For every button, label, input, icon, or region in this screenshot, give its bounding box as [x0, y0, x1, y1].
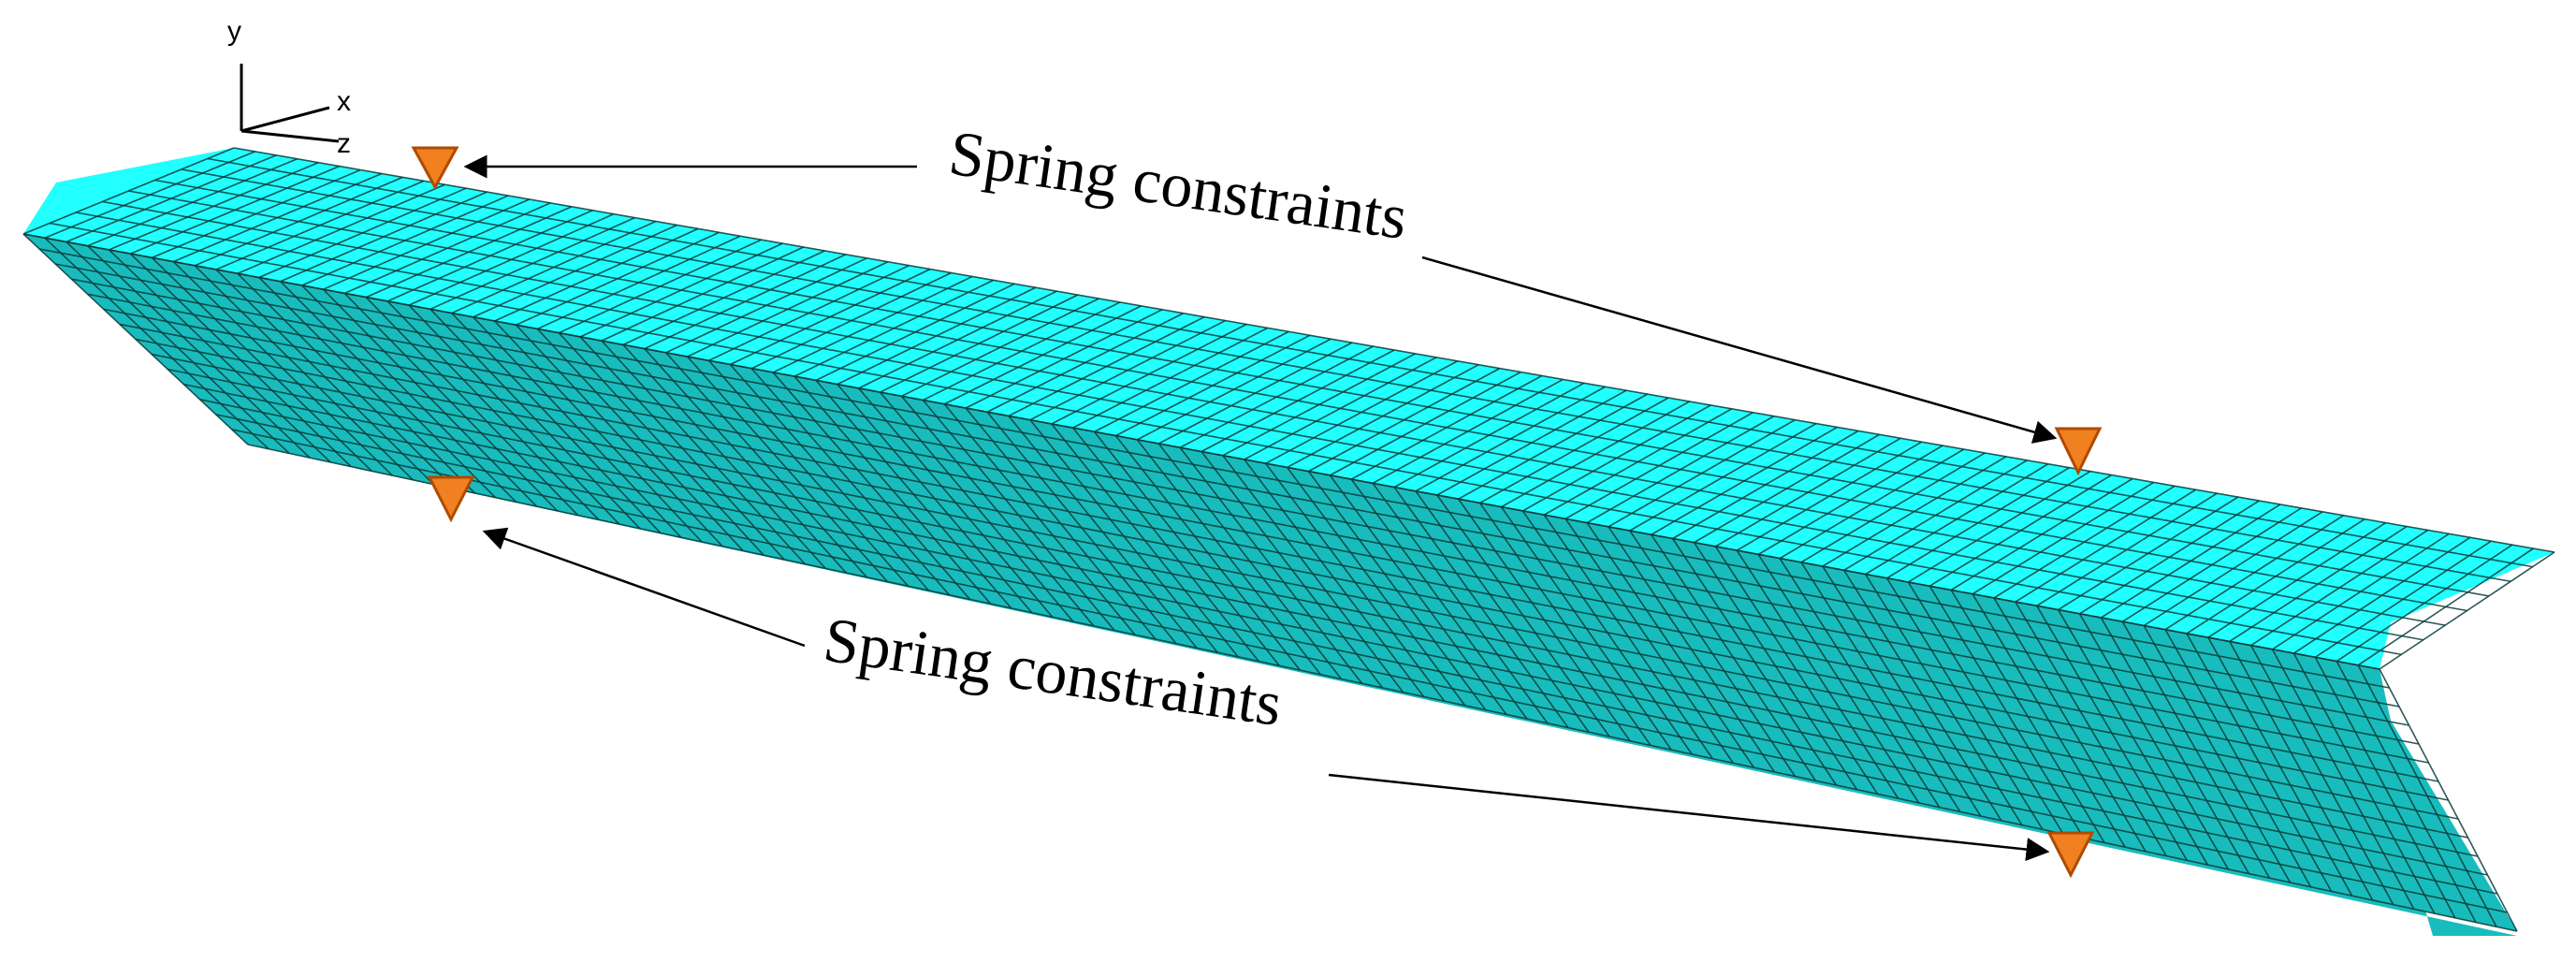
mesh-grid-lines: [22, 147, 2555, 932]
mesh-line: [181, 168, 2511, 583]
mesh-line: [154, 179, 2490, 597]
mesh-line: [22, 233, 2380, 670]
coordinate-axes-icon: y x z: [227, 16, 351, 159]
spring-constraint-markers: [411, 146, 2103, 879]
mesh-line: [103, 308, 2429, 764]
mesh-line: [151, 353, 2459, 820]
mesh-line: [87, 293, 2420, 745]
mesh-line: [183, 383, 2479, 857]
beam-top-face: [23, 148, 2554, 669]
mesh-line: [49, 222, 2402, 656]
callout-spring-constraints-top: Spring constraints: [945, 117, 1412, 254]
axis-label-z: z: [337, 128, 351, 159]
mesh-line: [199, 399, 2488, 876]
arrow-bottom-right: [1328, 773, 2050, 862]
mesh-line: [71, 278, 2409, 726]
spring-constraint-marker-bottom-right: [2046, 831, 2095, 879]
beam-side-face: [23, 234, 2517, 931]
mesh-line: [207, 157, 2533, 568]
beam-mesh: [22, 147, 2555, 936]
mesh-line: [135, 338, 2449, 801]
arrow-top-right: [1421, 255, 2058, 444]
spring-constraint-marker-top-right: [2054, 427, 2103, 476]
mesh-line: [76, 212, 2423, 641]
spring-constraint-marker-bottom-left: [427, 475, 475, 523]
mesh-line: [233, 147, 2555, 553]
arrow-bottom-left: [482, 527, 806, 648]
mesh-line: [55, 263, 2400, 708]
mesh-line: [119, 323, 2439, 782]
callout-arrows: [463, 154, 2058, 862]
mesh-line: [215, 414, 2498, 895]
spring-constraint-marker-top-left: [411, 146, 459, 191]
mesh-line: [38, 248, 2390, 689]
mesh-line: [231, 429, 2508, 913]
mesh-line: [102, 200, 2446, 626]
mesh-line: [167, 368, 2468, 839]
mesh-line: [128, 190, 2467, 612]
mesh-line: [247, 444, 2518, 932]
axis-label-y: y: [227, 16, 241, 47]
axis-label-x: x: [337, 86, 351, 117]
